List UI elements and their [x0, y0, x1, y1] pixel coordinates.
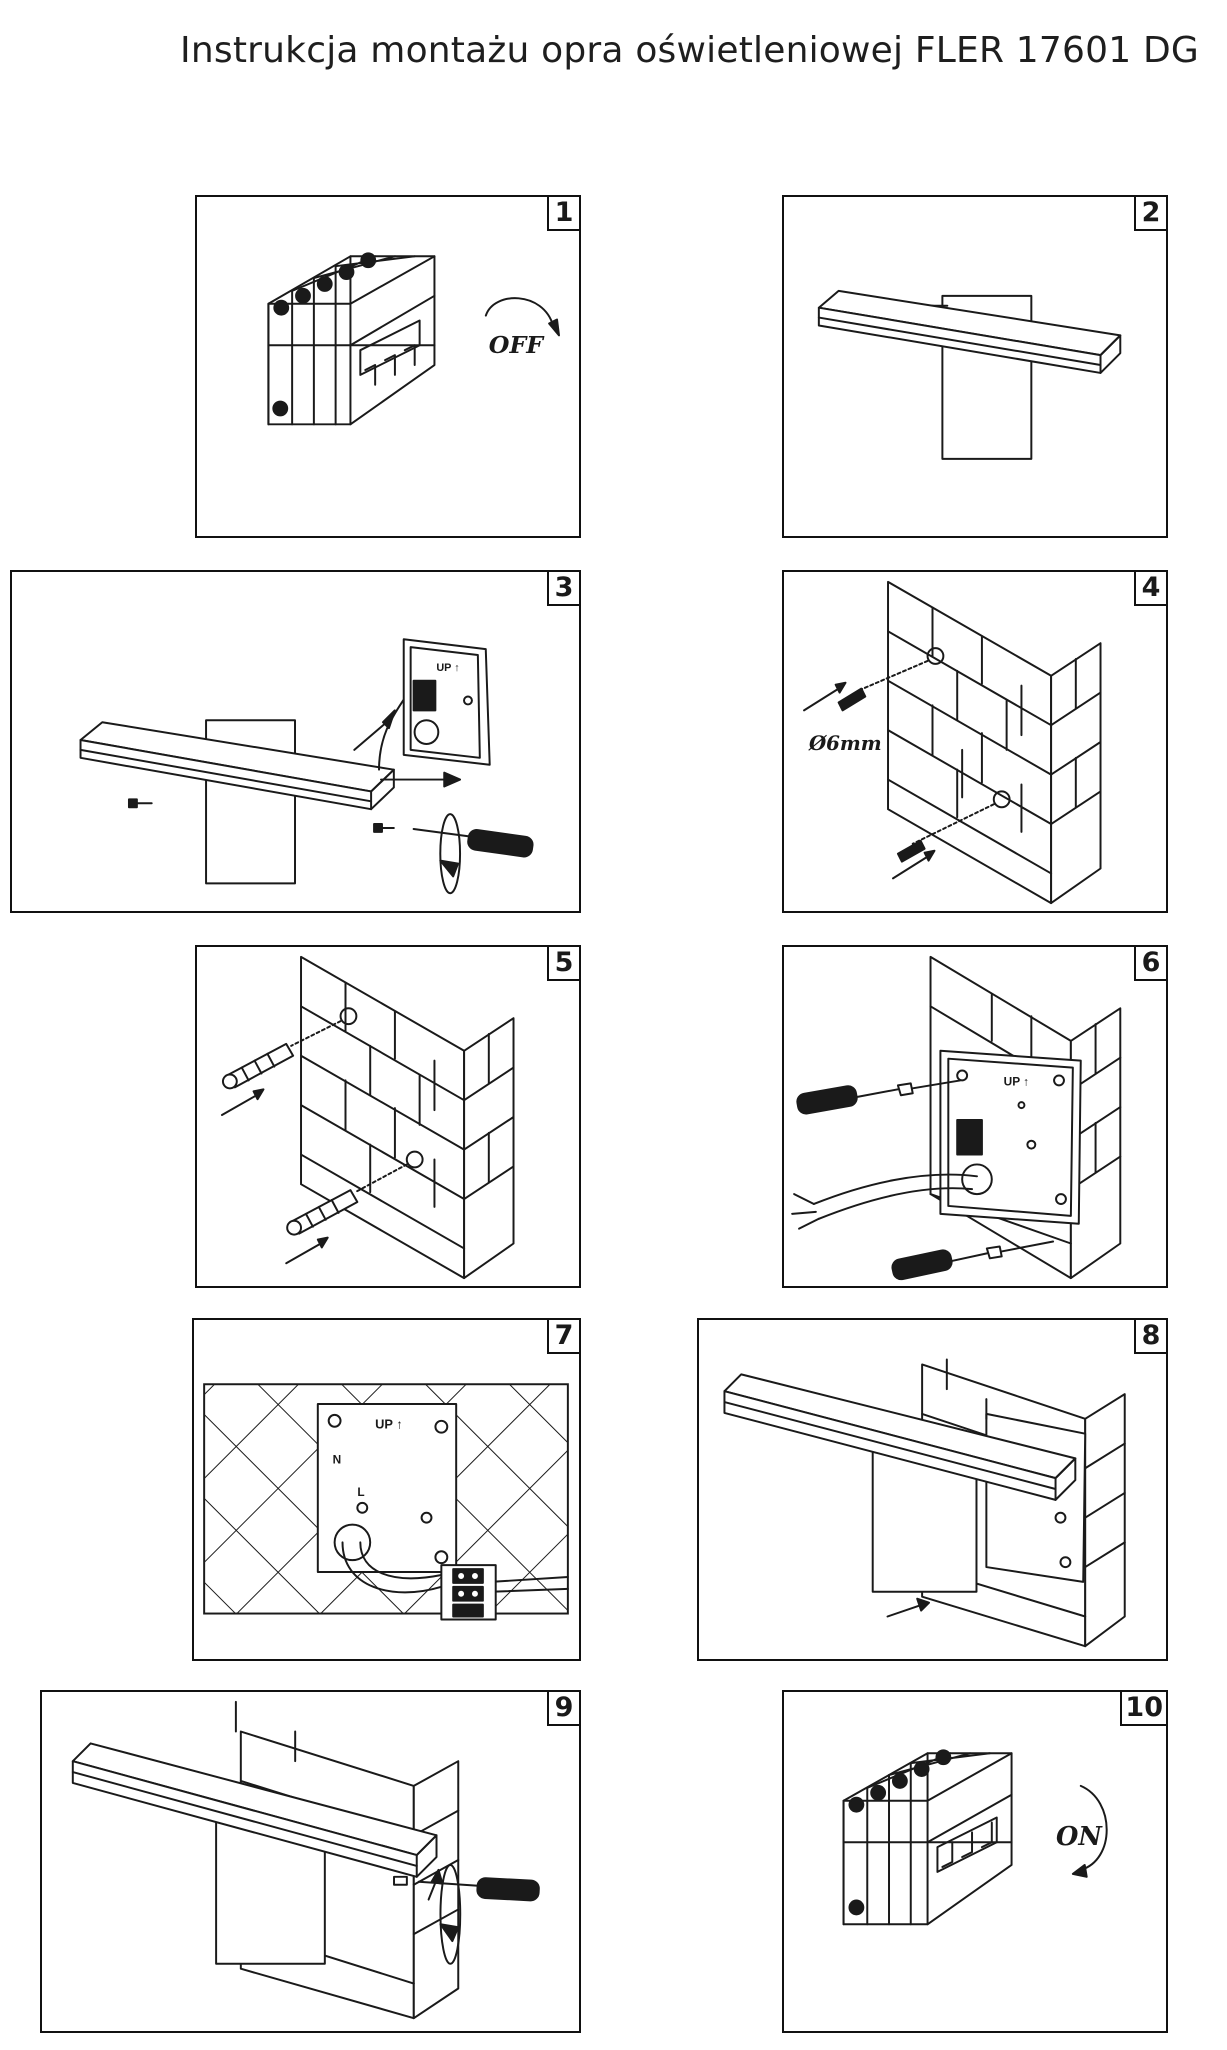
- off-label: OFF: [489, 331, 546, 359]
- lamp-illustration: [817, 289, 1122, 460]
- drill-size-label: Ø6mm: [808, 731, 882, 755]
- drill-hole: [405, 1150, 424, 1169]
- on-label: ON: [1056, 1822, 1103, 1852]
- screw-terminal-icons: [848, 1749, 952, 1916]
- breaker-off-illustration: OFF: [267, 252, 560, 426]
- step-5-panel: 5: [195, 945, 581, 1288]
- mounting-plate: UP ↑ N L: [316, 1403, 458, 1574]
- step-4-panel: 4 Ø6mm: [782, 570, 1168, 913]
- step-number: 2: [1134, 197, 1166, 231]
- wiring-illustration: UP ↑ N L: [203, 1383, 569, 1621]
- cable: [791, 1173, 978, 1230]
- secure-screw-illustration: [71, 1700, 540, 2020]
- drill-hole: [992, 790, 1011, 809]
- step-number: 3: [547, 572, 579, 606]
- screwdriver-icon: [412, 827, 534, 858]
- svg-text:N: N: [333, 1452, 342, 1466]
- svg-text:L: L: [357, 1485, 364, 1499]
- step-2-panel: 2: [782, 195, 1168, 538]
- step-number: 1: [547, 197, 579, 231]
- cable: [341, 1541, 569, 1594]
- step-number: 8: [1134, 1320, 1166, 1354]
- fix-plate-illustration: UP ↑: [791, 955, 1122, 1281]
- screw-terminal-icons: [272, 252, 377, 417]
- remove-plate-illustration: UP ↑: [79, 638, 534, 895]
- step-number: 6: [1134, 947, 1166, 981]
- rotate-arrow-icon: [484, 297, 555, 327]
- svg-text:UP ↑: UP ↑: [1004, 1074, 1030, 1088]
- svg-text:UP ↑: UP ↑: [436, 662, 459, 674]
- step-number: 5: [547, 947, 579, 981]
- step-8-panel: 8: [697, 1318, 1168, 1661]
- brick-wall: [887, 580, 1102, 905]
- step-10-panel: 10 ON: [782, 1690, 1168, 2033]
- brick-wall: [300, 955, 515, 1280]
- mounting-plate: UP ↑: [402, 638, 491, 766]
- step-6-panel: 6 UP ↑: [782, 945, 1168, 1288]
- insert-dowels-illustration: [220, 955, 515, 1280]
- step-number: 4: [1134, 572, 1166, 606]
- page-title: Instrukcja montażu opra oświetleniowej F…: [180, 30, 1199, 71]
- step-9-panel: 9: [40, 1690, 581, 2033]
- screwdriver-icon: [393, 1875, 540, 1902]
- step-7-panel: 7 UP ↑ N L: [192, 1318, 581, 1661]
- mounting-plate: UP ↑: [939, 1049, 1082, 1225]
- drill-holes-illustration: Ø6mm: [803, 580, 1102, 905]
- breaker-on-illustration: ON: [842, 1749, 1108, 1926]
- svg-text:UP ↑: UP ↑: [375, 1417, 403, 1432]
- step-number: 9: [547, 1692, 579, 1726]
- step-number: 10: [1120, 1692, 1166, 1726]
- screw-icons: [127, 798, 395, 833]
- step-number: 7: [547, 1320, 579, 1354]
- screwdriver-icon: [891, 1240, 1055, 1281]
- dowel-icons: [221, 1020, 408, 1236]
- step-1-panel: 1 OFF: [195, 195, 581, 538]
- screwdriver-icon: [796, 1079, 962, 1115]
- drill-hole: [339, 1007, 358, 1026]
- drill-hole: [926, 647, 945, 665]
- hang-lamp-illustration: [723, 1358, 1126, 1648]
- step-3-panel: 3 UP ↑: [10, 570, 581, 913]
- terminal-block: [440, 1564, 497, 1621]
- rotate-arrow-icon: [1079, 1784, 1108, 1871]
